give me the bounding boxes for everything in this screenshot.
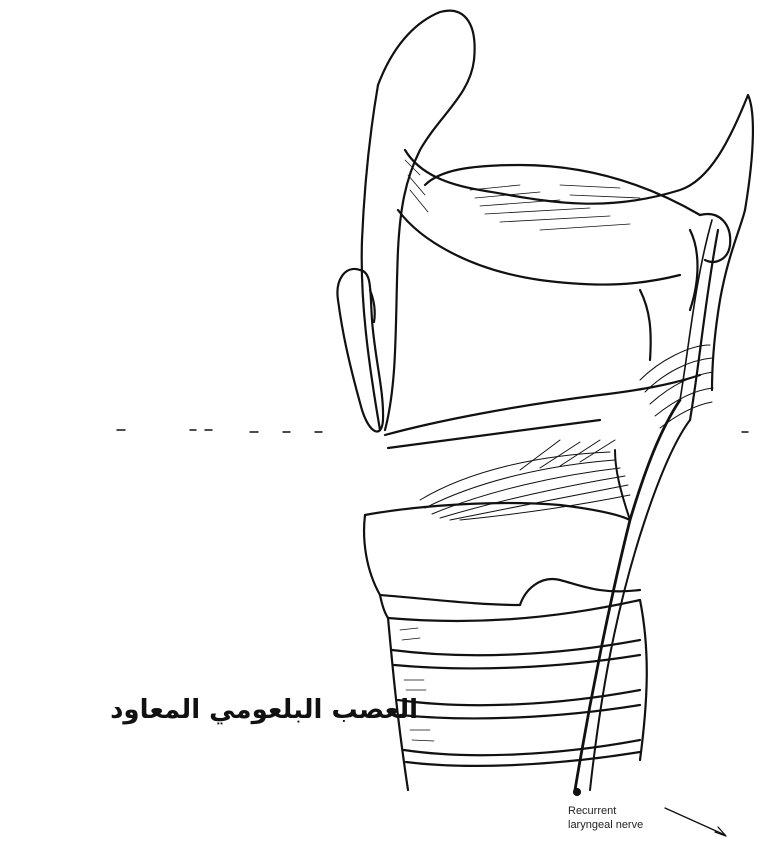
english-label-line1: Recurrent	[568, 804, 643, 818]
muscle-fibres	[420, 345, 713, 520]
thyroid-shading	[405, 160, 640, 230]
epiglottis-inner-edge	[362, 85, 380, 430]
dashes	[117, 430, 748, 432]
leader-line	[665, 808, 725, 835]
trachea	[388, 600, 647, 790]
cricoid-cartilage	[365, 503, 630, 520]
epiglottis	[378, 11, 475, 430]
recurrent-laryngeal-nerve	[575, 400, 680, 790]
nerve-end-dot	[574, 789, 580, 795]
nerve-upper	[690, 230, 718, 420]
english-label-line2: laryngeal nerve	[568, 818, 643, 832]
thyroid-cartilage	[405, 95, 753, 210]
arabic-label: العصب البلعومي المعاود	[118, 695, 418, 725]
vocal-fold	[385, 375, 700, 435]
english-label: Recurrent laryngeal nerve	[568, 804, 643, 832]
